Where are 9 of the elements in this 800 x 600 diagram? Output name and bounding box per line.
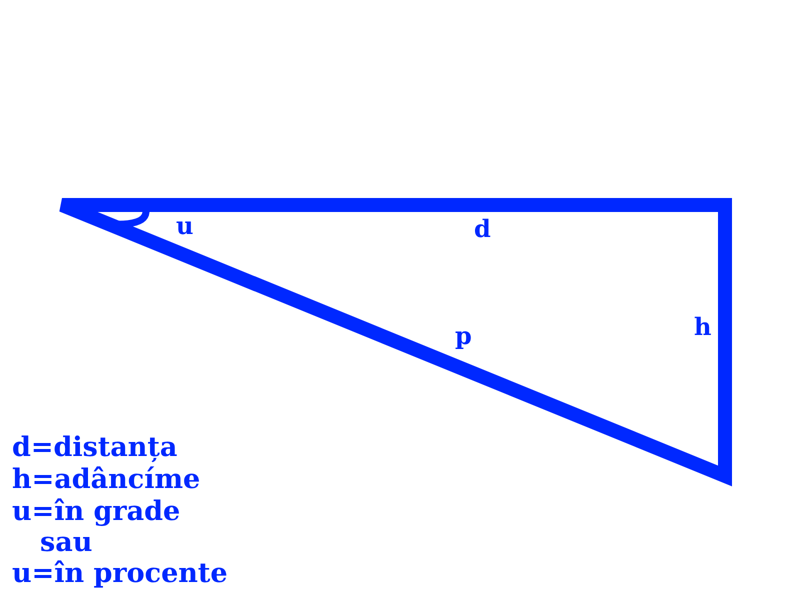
side-label: d [474, 217, 491, 241]
side-label: h [694, 315, 712, 339]
angle-label: u [176, 214, 194, 238]
legend-text: u=în procente [12, 560, 228, 587]
legend-text: h=adâncíme [12, 466, 200, 493]
legend-text: u=în grade [12, 498, 180, 525]
side-label: p [455, 324, 472, 348]
legend-text: sau [40, 529, 92, 556]
legend-text: d=distanța [12, 434, 178, 461]
